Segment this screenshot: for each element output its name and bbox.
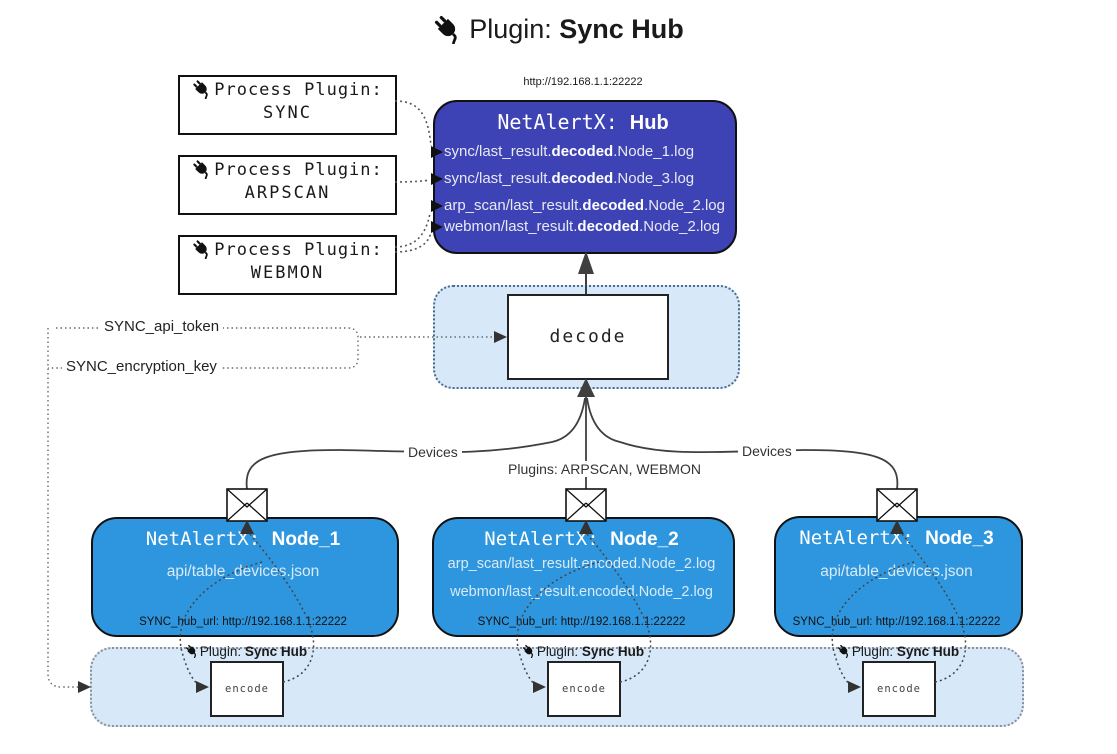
node1-title: NetAlertX: Node_1 <box>145 528 341 550</box>
node2-title: NetAlertX: Node_2 <box>484 528 679 550</box>
node3-file: api/table_devices.json <box>820 563 973 580</box>
process-plugin-arpscan: Process Plugin: ARPSCAN <box>178 155 397 215</box>
hub-url-label: http://192.168.1.1:22222 <box>523 76 643 88</box>
process-plugin-sync: Process Plugin: SYNC <box>178 75 397 135</box>
plug-icon <box>192 159 212 179</box>
hub-title: NetAlertX: Hub <box>433 110 733 135</box>
encode-box: encode <box>547 661 621 717</box>
encode-plugin-label: Plugin: Sync Hub <box>493 644 673 659</box>
devices-edge-label: Devices <box>738 443 796 459</box>
node2-file: webmon/last_result.encoded.Node_2.log <box>450 584 713 600</box>
plug-icon <box>433 14 463 44</box>
plug-icon <box>185 644 199 658</box>
encode-plugin-label: Plugin: Sync Hub <box>156 644 336 659</box>
node2-hub-url: SYNC_hub_url: http://192.168.1.1:22222 <box>477 616 686 628</box>
hub-box <box>433 100 737 254</box>
plug-icon <box>522 644 536 658</box>
title-prefix: Plugin: <box>469 14 552 44</box>
process-plugin-name: WEBMON <box>250 263 325 283</box>
diagram-title: Plugin: Sync Hub <box>0 14 1117 45</box>
process-plugin-label: Process Plugin: <box>214 80 383 100</box>
process-plugin-name: ARPSCAN <box>244 183 331 203</box>
hub-log-line: arp_scan/last_result.decoded.Node_2.log <box>444 197 725 214</box>
process-plugin-label: Process Plugin: <box>214 160 383 180</box>
process-plugin-webmon: Process Plugin: WEBMON <box>178 235 397 295</box>
sync-encryption-key-label: SYNC_encryption_key <box>62 358 221 375</box>
node3-hub-url: SYNC_hub_url: http://192.168.1.1:22222 <box>792 616 1001 628</box>
hub-log-line: sync/last_result.decoded.Node_1.log <box>444 143 695 160</box>
hub-log-line: sync/last_result.decoded.Node_3.log <box>444 170 695 187</box>
plugins-edge-label: Plugins: ARPSCAN, WEBMON <box>504 461 705 477</box>
plug-icon <box>192 239 212 259</box>
node2-file: arp_scan/last_result.encoded.Node_2.log <box>447 556 716 572</box>
hub-log-line: webmon/last_result.decoded.Node_2.log <box>444 218 720 235</box>
decode-box: decode <box>507 294 669 380</box>
hub-title-prefix: NetAlertX: <box>497 110 630 134</box>
plug-icon <box>192 79 212 99</box>
node1-hub-url: SYNC_hub_url: http://192.168.1.1:22222 <box>139 616 347 628</box>
encode-box: encode <box>862 661 936 717</box>
process-plugin-name: SYNC <box>263 103 312 123</box>
plug-icon <box>837 644 851 658</box>
title-name: Sync Hub <box>559 14 684 44</box>
encode-plugin-label: Plugin: Sync Hub <box>808 644 988 659</box>
devices-edge-label: Devices <box>404 444 462 460</box>
encode-box: encode <box>210 661 284 717</box>
sync-api-token-label: SYNC_api_token <box>100 318 224 335</box>
process-plugin-label: Process Plugin: <box>214 240 383 260</box>
hub-title-name: Hub <box>629 112 669 134</box>
node1-file: api/table_devices.json <box>166 563 320 580</box>
node3-title: NetAlertX: Node_3 <box>799 527 994 549</box>
